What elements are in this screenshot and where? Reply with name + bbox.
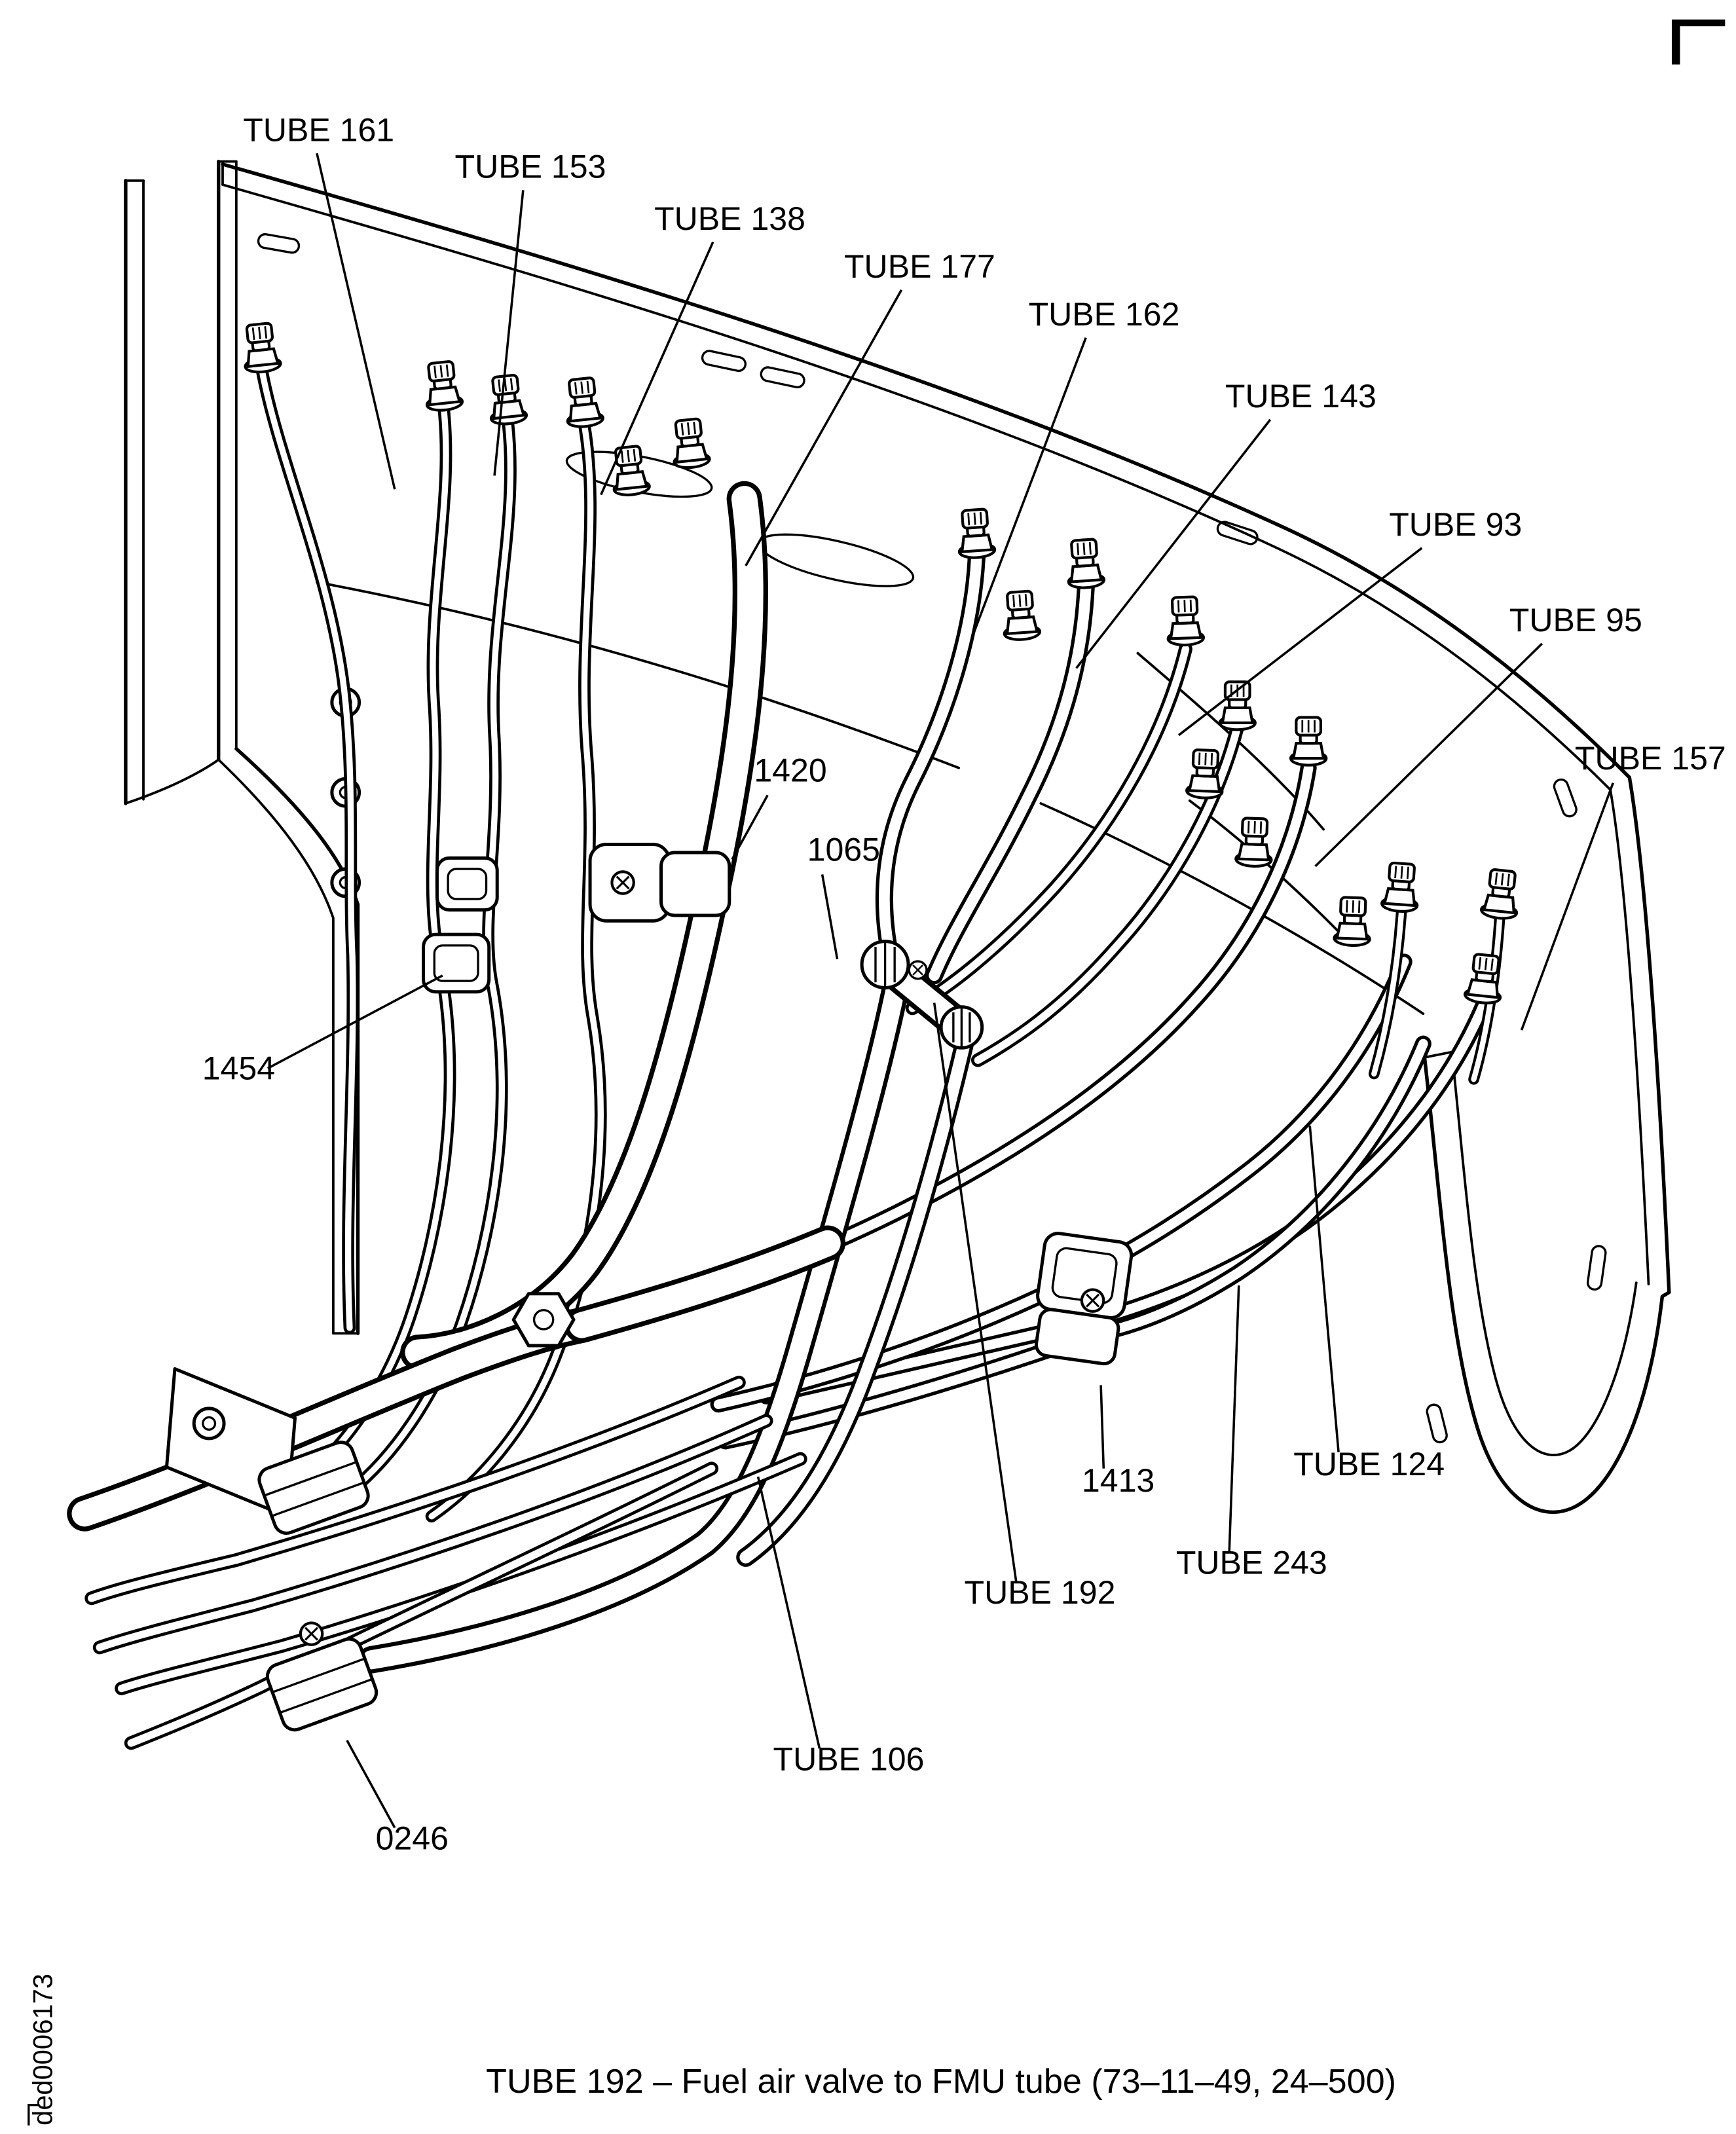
crop-corner-mark	[1671, 19, 1726, 65]
callouts: TUBE 161 TUBE 153 TUBE 138 TUBE 177 TUBE…	[202, 111, 1726, 1856]
callout-label: 1413	[1082, 1462, 1154, 1499]
callout-label: TUBE 143	[1225, 378, 1376, 414]
callout-label: TUBE 161	[243, 111, 394, 148]
callout-1454: 1454	[202, 974, 443, 1086]
tubes	[84, 372, 1500, 1743]
callout-label: 1420	[754, 752, 826, 789]
clamp-upper-left	[435, 856, 499, 912]
left-bracket	[124, 159, 361, 1335]
callout-tube-157: TUBE 157	[1520, 740, 1726, 1031]
leader-line	[933, 1003, 1018, 1583]
callout-label: TUBE 192	[965, 1574, 1116, 1611]
callout-tube-162: TUBE 162	[972, 296, 1180, 633]
callout-label: 0246	[376, 1820, 449, 1857]
y-union-1065	[860, 940, 984, 1050]
callout-1413: 1413	[1082, 1385, 1154, 1499]
callout-tube-161: TUBE 161	[243, 111, 396, 490]
callout-label: TUBE 138	[654, 200, 805, 237]
leader-line	[316, 153, 396, 490]
callout-label: TUBE 157	[1575, 740, 1726, 777]
clamp-0246-blocks	[257, 1441, 379, 1732]
callout-label: 1065	[807, 832, 880, 868]
callout-label: TUBE 243	[1176, 1544, 1327, 1581]
watermark-bracket-mark	[28, 2104, 40, 2125]
clamp-1454-block	[422, 932, 491, 994]
callout-1065: 1065	[807, 832, 880, 960]
leader-line	[1177, 547, 1423, 737]
callout-tube-93: TUBE 93	[1177, 506, 1522, 737]
callout-label: TUBE 153	[455, 149, 606, 185]
callout-label: TUBE 124	[1293, 1446, 1445, 1482]
callout-tube-243: TUBE 243	[1176, 1285, 1327, 1581]
right-strap-bracket	[1422, 1050, 1671, 1514]
callout-label: TUBE 95	[1509, 602, 1642, 638]
callout-0246: 0246	[346, 1739, 449, 1857]
callout-label: TUBE 106	[773, 1741, 925, 1778]
callout-label: TUBE 93	[1389, 506, 1522, 543]
callout-label: TUBE 177	[844, 248, 995, 285]
leader-line	[600, 241, 714, 496]
figure-caption: TUBE 192 – Fuel air valve to FMU tube (7…	[486, 2063, 1396, 2101]
callout-label: TUBE 162	[1029, 296, 1180, 333]
callout-1420: 1420	[731, 752, 827, 860]
leader-line	[1314, 642, 1543, 868]
diagram-artwork	[84, 159, 1671, 1743]
callout-tube-95: TUBE 95	[1314, 602, 1642, 868]
callout-tube-143: TUBE 143	[1075, 378, 1376, 669]
leader-line	[1308, 1126, 1340, 1452]
leader-line	[493, 190, 525, 476]
callout-tube-192: TUBE 192	[933, 1003, 1116, 1611]
leader-line	[821, 874, 839, 960]
clamp-1413-block	[1034, 1232, 1134, 1366]
callout-tube-177: TUBE 177	[745, 248, 995, 566]
callout-tube-153: TUBE 153	[455, 149, 606, 476]
leader-line	[972, 337, 1087, 633]
leader-line	[267, 974, 443, 1070]
hex-union-fitting	[511, 1292, 576, 1348]
callout-label: 1454	[202, 1050, 275, 1086]
leader-line	[1099, 1385, 1105, 1469]
leader-line	[346, 1739, 396, 1829]
leader-line	[756, 1476, 821, 1749]
leader-line	[731, 794, 769, 860]
leader-line	[1075, 418, 1272, 669]
leader-line	[745, 289, 903, 566]
callout-tube-138: TUBE 138	[600, 200, 805, 496]
callout-tube-124: TUBE 124	[1293, 1126, 1445, 1482]
callout-tube-106: TUBE 106	[756, 1476, 925, 1778]
figure-number-watermark: ded0006173	[27, 1974, 58, 2125]
leader-line	[1520, 782, 1614, 1031]
manifold-plate	[221, 162, 1671, 1295]
clamp-1420-block	[588, 843, 731, 923]
leader-line	[1228, 1285, 1240, 1553]
watermark-text: ded0006173	[27, 1974, 58, 2125]
